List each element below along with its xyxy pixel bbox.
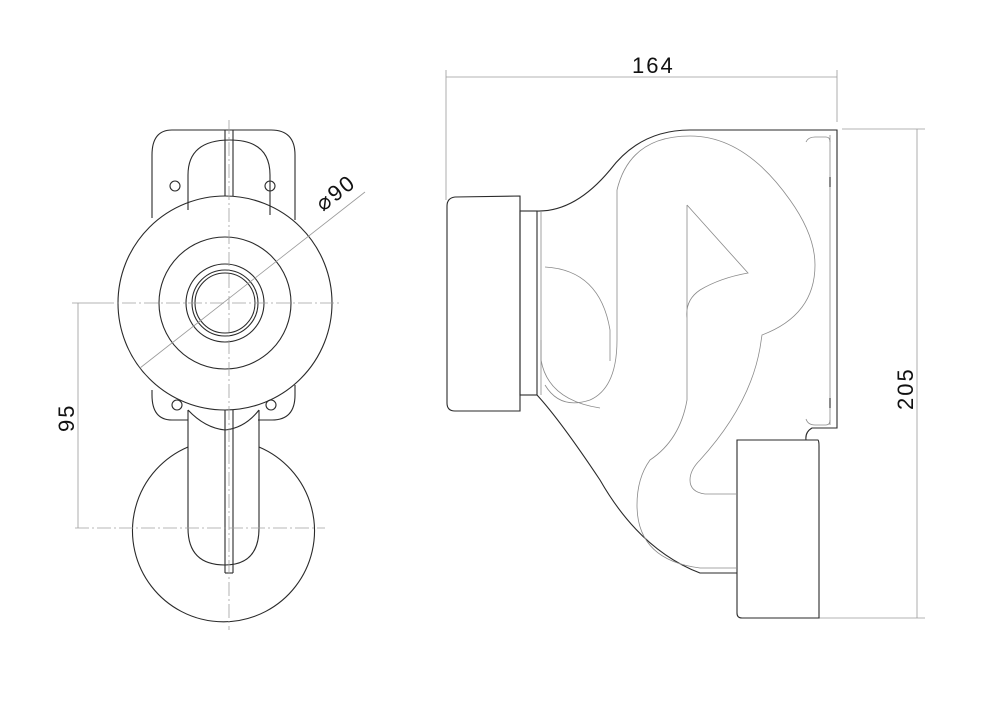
fixing-hole <box>264 180 276 192</box>
lower-tube <box>187 410 260 566</box>
inlet-cap <box>446 195 521 412</box>
outlet-cap <box>736 439 820 619</box>
inner-flange <box>158 236 292 370</box>
outlet-disk <box>132 446 315 623</box>
mounting-plate <box>151 129 296 220</box>
s-trap-channel <box>616 135 816 495</box>
width-label: 164 <box>632 53 675 78</box>
upper-tube <box>187 139 271 215</box>
offset-label: 95 <box>54 404 79 432</box>
side-view: 164 205 <box>445 53 925 619</box>
body-contour <box>536 129 838 441</box>
diameter-label: ⌀90 <box>311 169 361 216</box>
height-label: 205 <box>893 367 918 410</box>
fixing-hole <box>169 180 181 192</box>
front-view: ⌀90 95 <box>54 120 366 630</box>
fixing-hole <box>171 399 183 411</box>
